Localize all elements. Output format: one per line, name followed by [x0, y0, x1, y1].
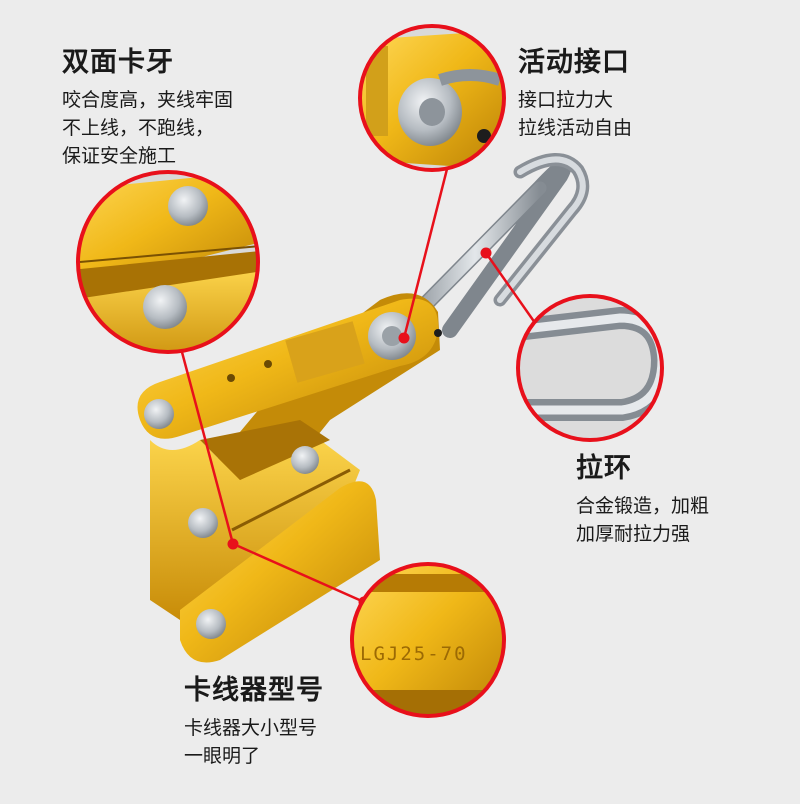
- cable-clamp-product: [137, 153, 590, 663]
- model-marking-text: LGJ25-70: [360, 643, 468, 665]
- callout-pull-ring: 拉环 合金锻造，加粗 加厚耐拉力强: [576, 452, 709, 548]
- callout-model-title: 卡线器型号: [184, 675, 324, 706]
- callout-model-line-2: 一眼明了: [184, 745, 261, 767]
- callout-pull-ring-line-2: 加厚耐拉力强: [576, 523, 691, 545]
- callout-pull-ring-line-1: 合金锻造，加粗: [576, 495, 710, 517]
- callout-model-line-1: 卡线器大小型号: [184, 717, 318, 739]
- callout-pull-ring-title: 拉环: [576, 453, 632, 484]
- zoom-circle-jaw: [76, 170, 260, 354]
- callout-joint: 活动接口 接口拉力大 拉线活动自由: [518, 46, 632, 142]
- zoom-circle-pull-ring: [516, 294, 664, 442]
- callout-double-jaw: 双面卡牙 咬合度高，夹线牢固 不上线，不跑线， 保证安全施工: [62, 46, 233, 170]
- callout-joint-title: 活动接口: [518, 47, 630, 78]
- callout-model: 卡线器型号 卡线器大小型号 一眼明了: [184, 674, 324, 770]
- zoom-circle-model: LGJ25-70: [350, 562, 506, 718]
- callout-double-jaw-title: 双面卡牙: [62, 47, 174, 78]
- zoom-circle-joint: [358, 24, 506, 172]
- callout-double-jaw-line-3: 保证安全施工: [62, 145, 177, 167]
- callout-joint-line-2: 拉线活动自由: [518, 117, 633, 139]
- callout-joint-line-1: 接口拉力大: [518, 89, 614, 111]
- callout-double-jaw-line-2: 不上线，不跑线，: [62, 117, 215, 139]
- callout-double-jaw-line-1: 咬合度高，夹线牢固: [62, 89, 234, 111]
